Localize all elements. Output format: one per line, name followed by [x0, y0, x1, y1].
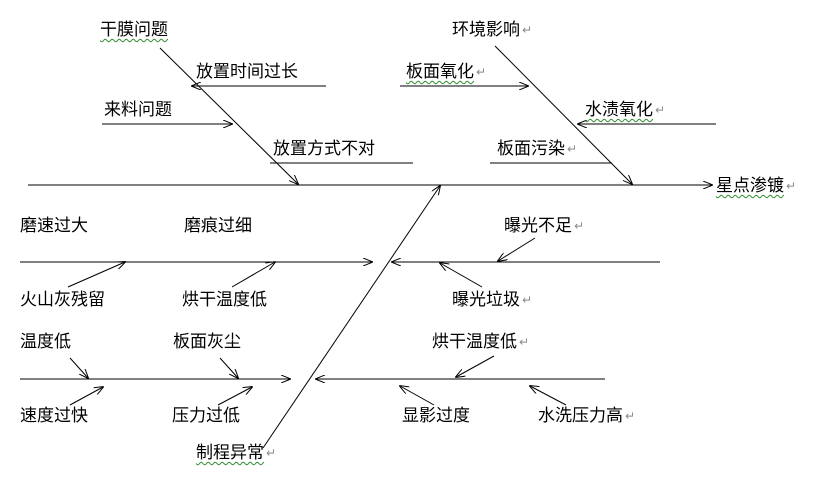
- label-incoming: 来料问题: [104, 100, 172, 120]
- label-dry-film: 干膜问题: [100, 20, 168, 40]
- label-wash-pressure-high: 水洗压力高↵: [538, 406, 636, 426]
- label-board-oxidation: 板面氧化↵: [406, 62, 487, 82]
- label-pumice-residue: 火山灰残留: [20, 290, 105, 310]
- label-board-contamination: 板面污染↵: [497, 139, 578, 159]
- label-dry-temp-low-1: 烘干温度低: [182, 290, 267, 310]
- label-environment: 环境影响↵: [452, 20, 533, 40]
- label-wrong-placement: 放置方式不对: [273, 139, 375, 159]
- label-temp-low: 温度低: [20, 332, 71, 352]
- label-exposure-garbage: 曝光垃圾↵: [452, 290, 533, 310]
- label-grind-speed-high: 磨速过大: [20, 216, 88, 236]
- label-exposure-insufficient: 曝光不足↵: [504, 216, 585, 236]
- label-effect: 星点渗镀↵: [716, 176, 797, 196]
- bone-process: [262, 186, 440, 449]
- label-dry-temp-low-2: 烘干温度低↵: [432, 332, 530, 352]
- bone-environment: [494, 45, 632, 184]
- label-placed-too-long: 放置时间过长: [196, 62, 298, 82]
- label-water-stain-oxidation: 水渍氧化↵: [585, 100, 666, 120]
- bone-dry-film: [159, 47, 298, 184]
- label-speed-fast: 速度过快: [20, 406, 88, 426]
- label-grind-mark-fine: 磨痕过细: [184, 216, 252, 236]
- label-board-dust: 板面灰尘: [173, 332, 241, 352]
- label-over-develop: 显影过度: [402, 406, 470, 426]
- label-process-abnormal: 制程异常↵: [196, 443, 277, 463]
- label-pressure-low: 压力过低: [172, 406, 240, 426]
